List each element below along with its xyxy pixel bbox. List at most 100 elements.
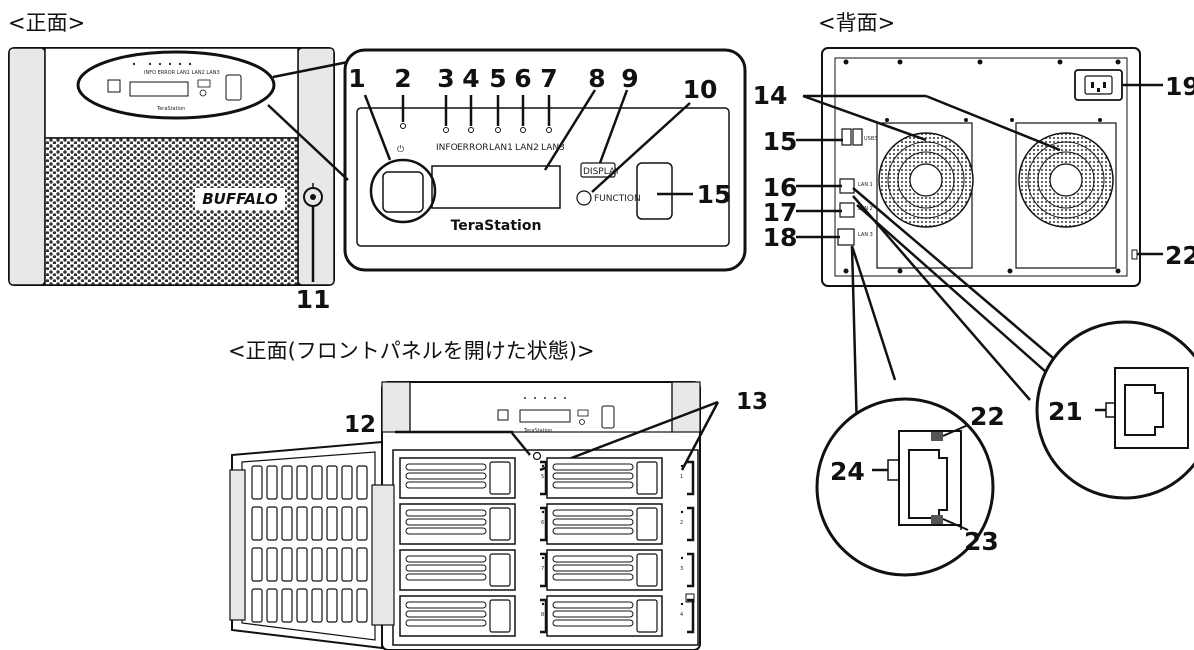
bay-bracket (687, 460, 695, 496)
svg-text:TeraStation: TeraStation (523, 428, 552, 434)
door-vent-slot (341, 588, 353, 623)
bay-bracket (540, 552, 548, 588)
zoom-circle-lan3 (815, 397, 995, 577)
door-vent-slot (296, 588, 308, 623)
title-rear: <背面> (818, 11, 895, 35)
usb-port-rear-2 (852, 128, 863, 146)
door-vent-slot (341, 547, 353, 582)
door-vent-slot (311, 465, 323, 500)
door-vent-slot (266, 465, 278, 500)
door-vent-slot (326, 465, 338, 500)
door-vent-slot (251, 588, 263, 623)
callout-15-rear: 15 (763, 127, 798, 156)
function-button (576, 190, 592, 206)
svg-text:DISPLAY: DISPLAY (583, 167, 620, 177)
svg-text:USB3: USB3 (864, 136, 877, 142)
callout-22-rear: 22 (1165, 241, 1194, 270)
callout-22-zoom: 22 (970, 402, 1005, 431)
lcd-display (431, 165, 561, 209)
lan-port-3 (837, 228, 855, 246)
callout-5: 5 (489, 64, 506, 93)
callout-7: 7 (540, 64, 557, 93)
bay-number: 2 (680, 520, 683, 526)
door-vent-slot (311, 588, 323, 623)
mini-brand: TeraStation (156, 106, 185, 112)
door-vent-slot (251, 506, 263, 541)
power-button (382, 171, 424, 213)
bay-number: 5 (541, 474, 544, 480)
callout-17: 17 (763, 198, 798, 227)
callout-4: 4 (462, 64, 479, 93)
rear-view-device: USB3 LAN 1 LAN 2 LAN 3 (796, 47, 1163, 471)
bay-bracket (540, 598, 548, 634)
led-error-label: ERROR (457, 143, 489, 153)
svg-text:INFO ERROR LAN1 LAN2 LAN3: INFO ERROR LAN1 LAN2 LAN3 (144, 70, 220, 76)
lan-port-2 (839, 202, 855, 218)
led-info-label: INFO (436, 143, 458, 153)
door-vent-slot (326, 506, 338, 541)
callout-12: 12 (344, 412, 376, 438)
callout-23: 23 (964, 527, 999, 556)
callout-16: 16 (763, 173, 798, 202)
bay-number: 3 (680, 566, 683, 572)
bay-number: 1 (680, 474, 683, 480)
front-open-device: TeraStation (229, 381, 720, 650)
svg-text:⏻: ⏻ (397, 144, 404, 155)
panel-highlight-oval (76, 50, 276, 120)
bay-bracket (687, 552, 695, 588)
door-vent-slot (266, 588, 278, 623)
callout-13: 13 (736, 389, 768, 415)
callout-10: 10 (683, 75, 718, 104)
door-vent-slot (296, 506, 308, 541)
drive-bays: 5 6 7 8 1 2 3 4 (399, 457, 695, 637)
drive-bay: 3 (546, 549, 684, 591)
bay-number: 8 (541, 612, 544, 618)
bay-bracket (687, 506, 695, 542)
callout-9: 9 (621, 64, 638, 93)
callout-18: 18 (763, 223, 798, 252)
door-vent-slot (251, 465, 263, 500)
power-inlet (1074, 69, 1123, 101)
bay-bracket (687, 598, 695, 634)
door-vent-slot (356, 465, 368, 500)
door-vent-slot (281, 588, 293, 623)
title-front: <正面> (8, 11, 85, 35)
callout-21: 21 (1048, 397, 1083, 426)
callout-3: 3 (437, 64, 454, 93)
bay-bracket (540, 506, 548, 542)
door-vent-slot (356, 506, 368, 541)
door-vent-slot (326, 588, 338, 623)
door-vent-slot (281, 506, 293, 541)
drive-bay: 2 (546, 503, 684, 545)
led-lan1-label: LAN1 (489, 143, 513, 153)
drive-bay: 6 (399, 503, 545, 545)
door-vent-slot (281, 465, 293, 500)
callout-6: 6 (514, 64, 531, 93)
door-vent-slot (251, 547, 263, 582)
bay-number: 6 (541, 520, 544, 526)
door-vent-slot (311, 506, 323, 541)
callout-8: 8 (588, 64, 605, 93)
door-vent-grid (251, 465, 368, 623)
callout-14: 14 (753, 81, 788, 110)
door-vent-slot (266, 547, 278, 582)
title-front-open: <正面(フロントパネルを開けた状態)> (228, 339, 595, 363)
svg-text:FUNCTION: FUNCTION (594, 194, 641, 204)
drive-bay: 7 (399, 549, 545, 591)
drive-bay: 1 (546, 457, 684, 499)
door-vent-slot (296, 547, 308, 582)
door-vent-slot (356, 588, 368, 623)
callout-15-front: 15 (697, 180, 732, 209)
front-view-device: INFO ERROR LAN1 LAN2 LAN3 TeraStation BU… (8, 47, 349, 286)
door-vent-slot (266, 506, 278, 541)
panel-brand: TeraStation (451, 218, 542, 234)
bay-number: 4 (680, 612, 683, 618)
door-vent-slot (281, 547, 293, 582)
lan-port-1 (839, 178, 855, 194)
callout-24: 24 (830, 457, 865, 486)
usb-port-front (636, 162, 673, 220)
door-vent-slot (296, 465, 308, 500)
drive-bay: 8 (399, 595, 545, 637)
svg-text:LAN 3: LAN 3 (858, 232, 873, 238)
